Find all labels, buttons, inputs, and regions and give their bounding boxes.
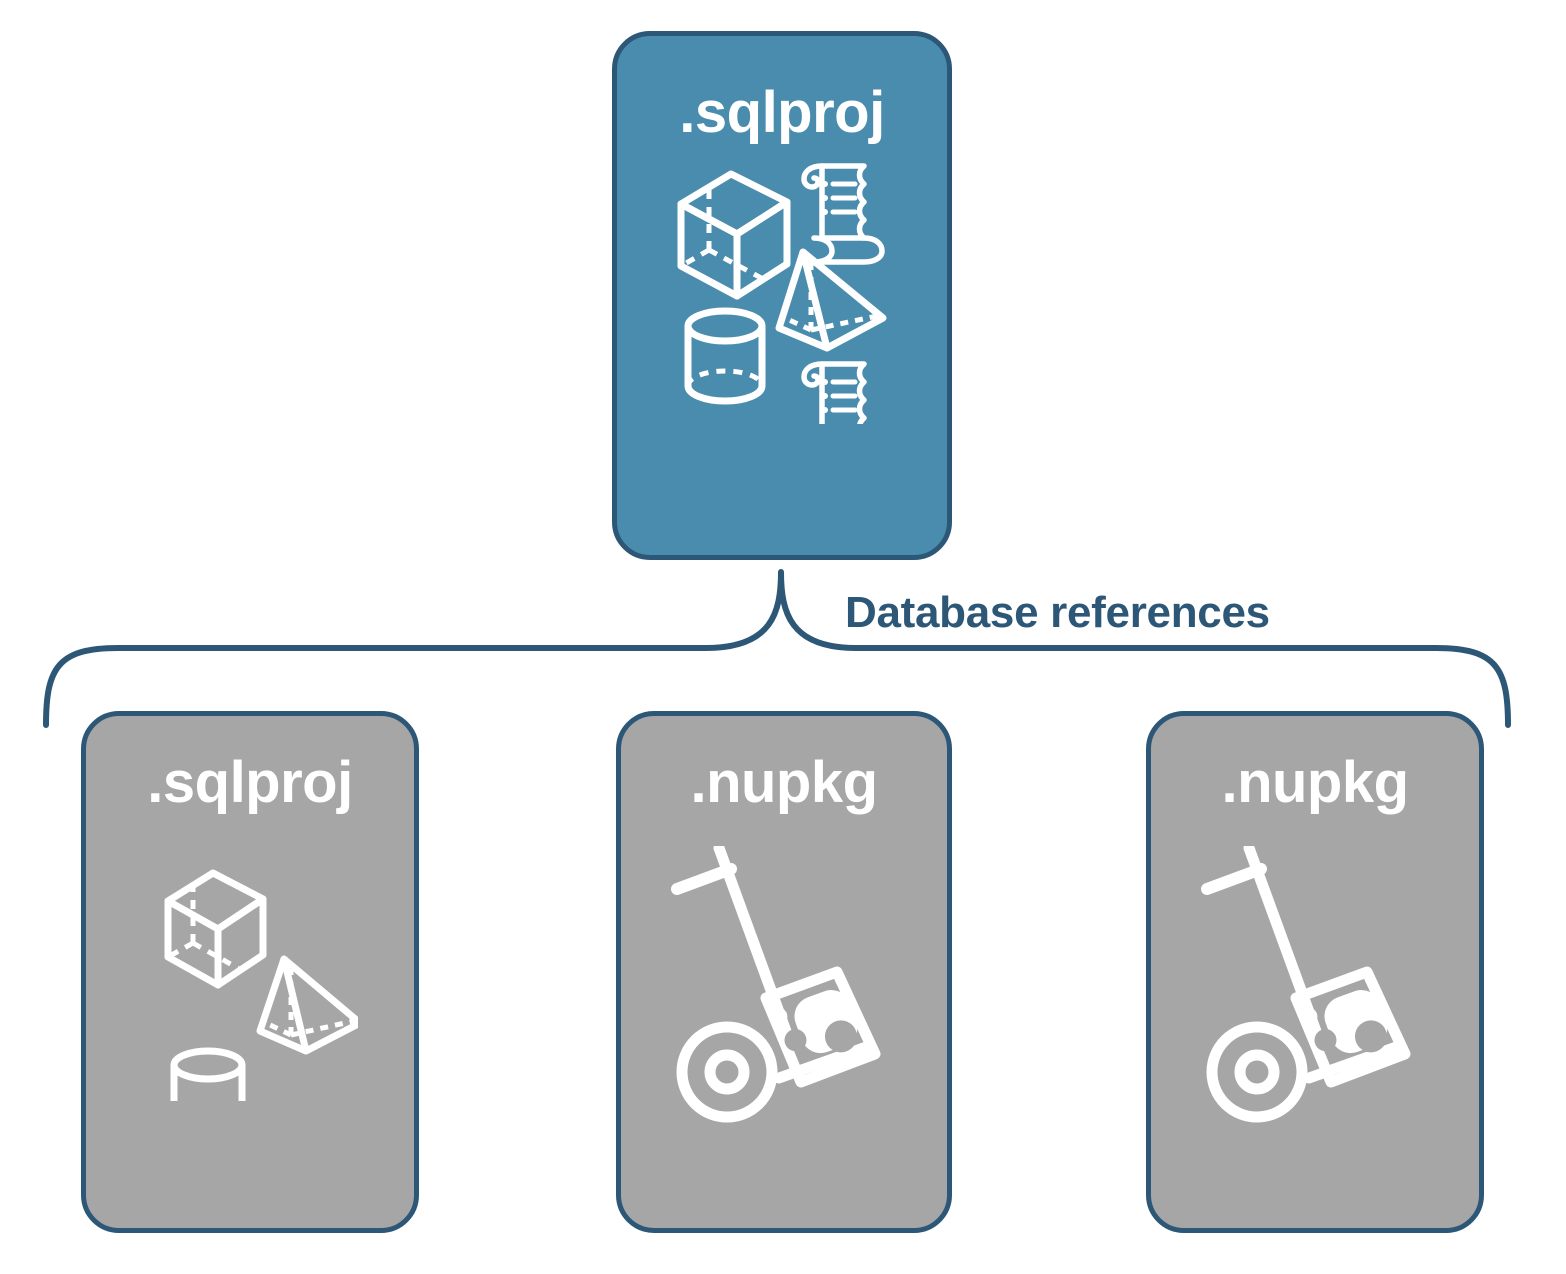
- pyramid-icon: [256, 955, 364, 1055]
- cube-icon: [164, 869, 267, 989]
- hand-truck-package-icon: [1201, 842, 1411, 1123]
- bracket-path: [43, 569, 1511, 728]
- node-title: .nupkg: [1221, 750, 1409, 815]
- node-title: .nupkg: [690, 750, 878, 815]
- hand-truck-package-icon: [671, 842, 881, 1123]
- nuget-logo-icon: [769, 990, 858, 1054]
- node-title: .sqlproj: [679, 80, 885, 145]
- cylinder-icon: [170, 1047, 246, 1139]
- node-sqlproj-root[interactable]: .sqlproj: [612, 31, 952, 560]
- node-title: .sqlproj: [147, 750, 353, 815]
- nupkg-hand-truck-icon: [659, 842, 919, 1131]
- node-nupkg-reference-1[interactable]: .nupkg: [616, 711, 952, 1233]
- scroll-icon: [801, 361, 885, 463]
- node-nupkg-reference-2[interactable]: .nupkg: [1146, 711, 1484, 1233]
- nupkg-hand-truck-icon: [1189, 842, 1449, 1131]
- cylinder-icon: [684, 307, 766, 405]
- node-sqlproj-reference[interactable]: .sqlproj: [81, 711, 419, 1233]
- sqlproj-icon-group: [669, 154, 909, 463]
- sqlproj-shapes-icon-group: [158, 851, 364, 1139]
- edge-label-database-references: Database references: [845, 588, 1270, 637]
- nuget-logo-icon: [1299, 990, 1388, 1054]
- pyramid-icon: [775, 248, 887, 352]
- scroll-icon: [801, 163, 885, 265]
- cube-icon: [677, 170, 791, 300]
